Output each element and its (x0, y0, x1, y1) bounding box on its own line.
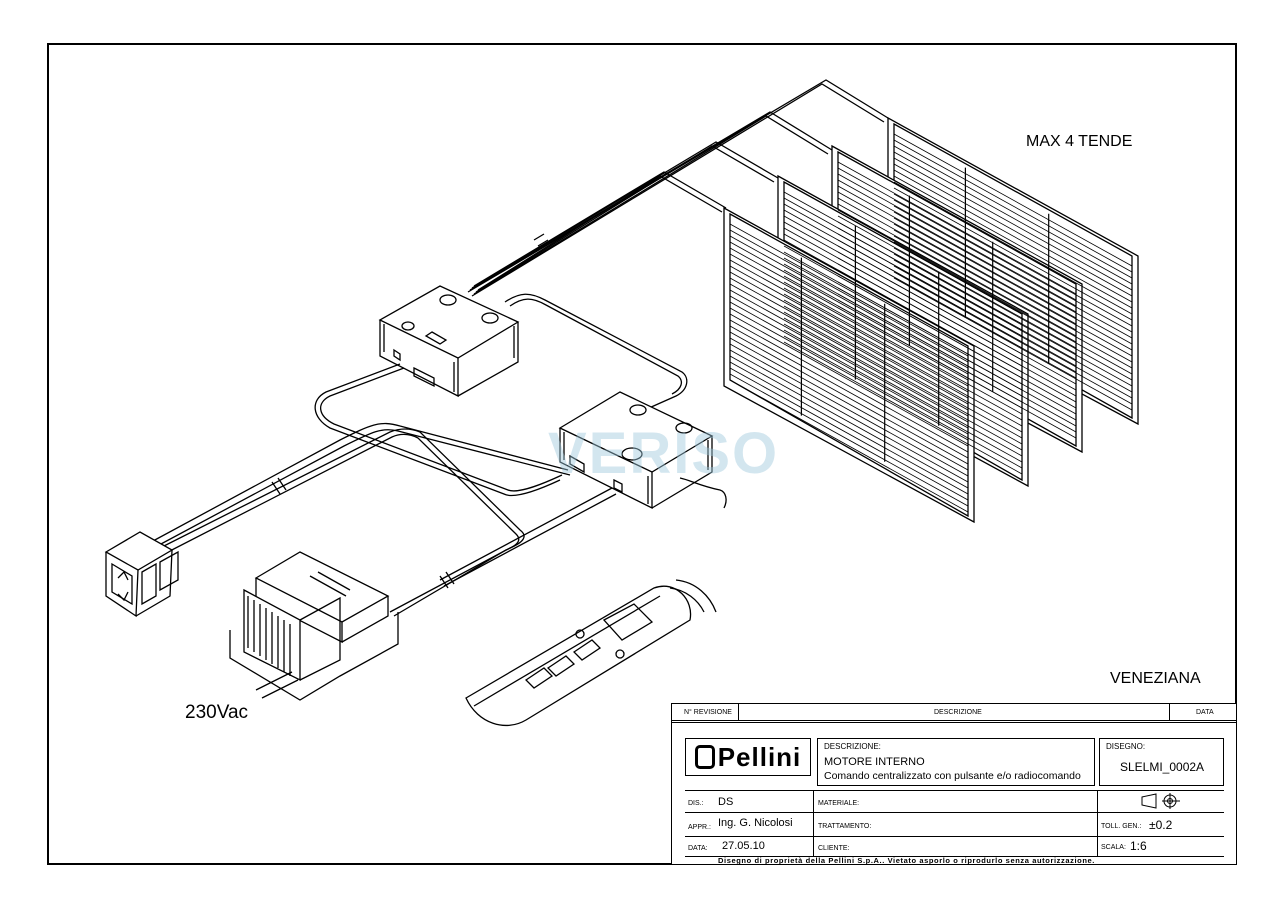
toll-label: TOLL. GEN.: (1101, 823, 1142, 830)
watermark: VERISO (548, 421, 780, 486)
materiale-label: MATERIALE: (818, 800, 860, 807)
dis-value: DS (718, 796, 734, 808)
wall-switch (104, 531, 179, 618)
blind-slats (729, 133, 1133, 513)
trattamento-label: TRATTAMENTO: (818, 823, 872, 830)
pellini-logo-mark (694, 745, 715, 769)
remote-control (465, 579, 717, 727)
drawing-number-value: SLELMI_0002A (1120, 760, 1205, 774)
description-line2: Comando centralizzato con pulsante e/o r… (824, 770, 1081, 782)
pellini-logo-text: Pellini (717, 741, 802, 772)
title-block: N° REVISIONE DESCRIZIONE DATA Pellini DE… (671, 703, 1237, 865)
drawing-number-label: DISEGNO: (1106, 742, 1146, 751)
interconnect-cables (139, 293, 727, 617)
description-label: DESCRIZIONE: (824, 742, 881, 751)
max-tende-label: MAX 4 TENDE (1026, 133, 1133, 150)
data-label: DATA: (688, 845, 708, 852)
projection-symbol-icon (1141, 793, 1180, 809)
blind-1 (723, 206, 975, 524)
data-value: 27.05.10 (722, 840, 765, 852)
ownership-footer: Disegno di proprietà della Pellini S.p.A… (718, 856, 1095, 865)
scala-label: SCALA: (1101, 844, 1126, 851)
voltage-label: 230Vac (185, 702, 249, 723)
drawing-frame (47, 43, 1237, 865)
toll-value: ±0.2 (1149, 818, 1173, 832)
appr-value: Ing. G. Nicolosi (718, 817, 793, 829)
control-box-upper (378, 285, 520, 398)
cliente-label: CLIENTE: (818, 845, 850, 852)
revision-number-label: N° REVISIONE (684, 709, 732, 716)
revision-date-label: DATA (1196, 709, 1214, 716)
dis-label: DIS.: (688, 800, 704, 807)
pellini-logo: Pellini (685, 738, 811, 776)
description-box (817, 738, 1095, 786)
veneziana-label: VENEZIANA (1110, 670, 1201, 687)
power-supply (229, 551, 399, 701)
description-line1: MOTORE INTERNO (824, 756, 925, 768)
revision-description-label: DESCRIZIONE (934, 709, 982, 716)
blind-cables (467, 79, 889, 297)
drawing-number-box (1099, 738, 1224, 786)
scala-value: 1:6 (1130, 839, 1147, 853)
control-box-lower (558, 391, 714, 510)
appr-label: APPR.: (688, 824, 711, 831)
